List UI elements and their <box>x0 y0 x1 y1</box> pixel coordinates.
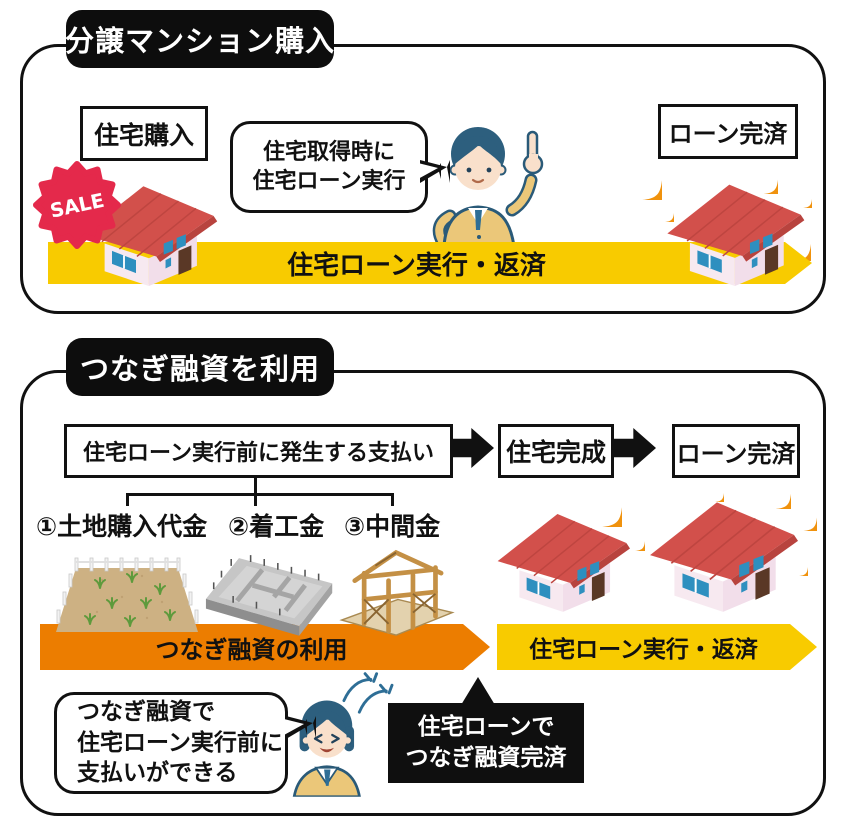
house-complete-box: 住宅完成 <box>498 424 614 478</box>
bridge-speech-bubble: つなぎ融資で 住宅ローン実行前に 支払いができる <box>54 692 288 794</box>
bridge-bubble-line1: つなぎ融資で <box>77 699 215 726</box>
condo-bubble-line1: 住宅取得時に <box>262 139 395 165</box>
bridge-payoff-callout: 住宅ローンで つなぎ融資完済 <box>388 703 584 783</box>
condo-speech-bubble: 住宅取得時に 住宅ローン実行 <box>230 121 428 213</box>
land-plot-icon <box>52 552 202 642</box>
payment-item-interim: ③中間金 <box>344 512 441 541</box>
condo-bubble-line2: 住宅ローン実行 <box>252 169 406 194</box>
bracket-line <box>391 493 394 506</box>
house-frame-icon <box>336 540 458 642</box>
panel-condo-title: 分譲マンション購入 <box>65 24 336 58</box>
house-icon <box>646 480 798 612</box>
condo-bubble-tail-fill <box>418 163 441 179</box>
condo-loan-complete-label: ローン完済 <box>668 120 788 148</box>
payment-item-land: ①土地購入代金 <box>36 512 208 541</box>
bridge-bubble-line2: 住宅ローン実行前に <box>77 729 283 756</box>
bracket-line <box>254 493 257 506</box>
home-purchase-box: 住宅購入 <box>80 106 208 161</box>
bridge-loan-arrow: 住宅ローン実行・返済 <box>497 624 817 670</box>
bridge-financing-arrow-label: つなぎ融資の利用 <box>155 635 348 664</box>
home-purchase-label: 住宅購入 <box>93 120 194 150</box>
foundation-icon <box>204 548 340 642</box>
house-complete-label: 住宅完成 <box>505 438 606 467</box>
panel-bridge-title: つなぎ融資を利用 <box>79 352 320 386</box>
panel-bridge-title-badge: つなぎ融資を利用 <box>66 338 334 396</box>
bridge-bubble-line3: 支払いができる <box>77 760 238 787</box>
bracket-line <box>126 493 394 496</box>
bridge-loan-complete-label: ローン完済 <box>676 439 796 468</box>
bridge-loan-arrow-label: 住宅ローン実行・返済 <box>529 637 758 663</box>
sale-badge-icon: SALE <box>33 161 121 249</box>
sparkle-icon <box>618 156 662 200</box>
bridge-loan-complete-box: ローン完済 <box>672 424 800 478</box>
pre-loan-payments-label: 住宅ローン実行前に発生する支払い <box>83 441 434 466</box>
callout-pointer <box>461 677 495 705</box>
pre-loan-payments-box: 住宅ローン実行前に発生する支払い <box>64 424 453 478</box>
payment-item-construction-start: ②着工金 <box>228 512 325 541</box>
condo-timeline-arrow-label: 住宅ローン実行・返済 <box>287 250 546 281</box>
bridge-bubble-tail-fill <box>284 719 307 735</box>
house-icon <box>660 164 808 286</box>
panel-condo-title-badge: 分譲マンション購入 <box>65 10 336 68</box>
condo-loan-complete-box: ローン完済 <box>658 104 798 159</box>
callout-line1: 住宅ローンで <box>417 713 555 740</box>
bracket-line <box>254 472 257 493</box>
house-icon <box>494 494 630 612</box>
callout-line2: つなぎ融資完済 <box>405 745 567 771</box>
bracket-line <box>126 493 129 506</box>
